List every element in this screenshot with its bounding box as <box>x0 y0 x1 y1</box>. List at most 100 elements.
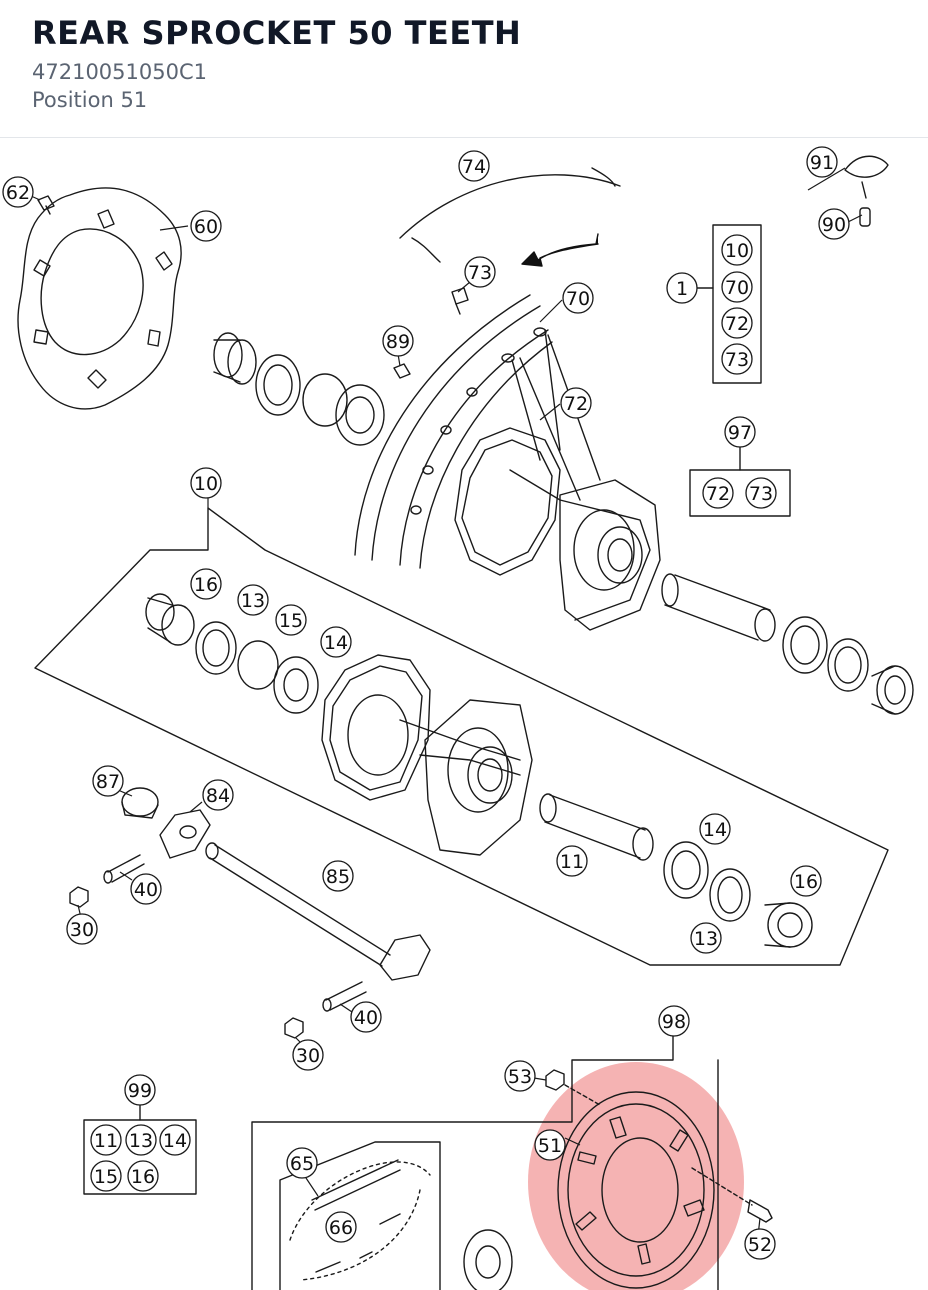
svg-text:89: 89 <box>386 331 410 353</box>
callout-15[interactable]: 15 <box>275 604 307 636</box>
callout-91[interactable]: 91 <box>806 146 838 178</box>
svg-text:70: 70 <box>566 288 590 310</box>
svg-text:60: 60 <box>194 216 218 238</box>
seals-lower-left <box>145 593 319 714</box>
callout-72[interactable]: 72 <box>560 387 592 419</box>
callout-30-right[interactable]: 30 <box>292 1039 324 1071</box>
group-99-item-13[interactable]: 13 <box>125 1124 157 1156</box>
bearings-lower-right <box>663 841 813 948</box>
svg-text:52: 52 <box>748 1234 772 1256</box>
group-99-item-14[interactable]: 14 <box>159 1124 191 1156</box>
callout-89[interactable]: 89 <box>382 325 414 357</box>
page-header: REAR SPROCKET 50 TEETH 47210051050C1 Pos… <box>0 0 928 138</box>
svg-text:11: 11 <box>560 851 584 873</box>
callout-52[interactable]: 52 <box>744 1228 776 1260</box>
wheel-rim <box>354 294 553 569</box>
highlight-sprocket <box>528 1062 744 1290</box>
group-97-item-72[interactable]: 72 <box>702 477 734 509</box>
callout-84[interactable]: 84 <box>202 779 234 811</box>
group-1-item-73[interactable]: 73 <box>721 343 753 375</box>
group-box-1 <box>712 224 762 384</box>
svg-text:73: 73 <box>725 349 749 371</box>
svg-text:40: 40 <box>354 1007 378 1029</box>
callout-1[interactable]: 1 <box>666 272 698 304</box>
callout-14-upper[interactable]: 14 <box>320 626 352 658</box>
callout-65[interactable]: 65 <box>286 1147 318 1179</box>
bolt-52 <box>747 1199 773 1223</box>
svg-text:66: 66 <box>329 1217 353 1239</box>
callout-40-right[interactable]: 40 <box>350 1001 382 1033</box>
axle <box>205 842 431 981</box>
spacer-11 <box>539 793 654 861</box>
svg-text:13: 13 <box>241 590 265 612</box>
callout-87[interactable]: 87 <box>92 765 124 797</box>
hub-lower <box>321 654 533 856</box>
callout-73[interactable]: 73 <box>464 256 496 288</box>
callout-14-lower[interactable]: 14 <box>699 813 731 845</box>
callout-13-lower[interactable]: 13 <box>690 922 722 954</box>
group-99-item-11[interactable]: 11 <box>90 1124 122 1156</box>
svg-text:30: 30 <box>70 919 94 941</box>
svg-text:98: 98 <box>662 1011 686 1033</box>
callout-66[interactable]: 66 <box>325 1211 357 1243</box>
seals-upper-left <box>213 332 385 446</box>
hub-assembly-outline <box>34 507 889 966</box>
front-sprocket <box>463 1229 513 1290</box>
callout-11[interactable]: 11 <box>556 845 588 877</box>
hub-upper <box>454 427 661 631</box>
callout-90[interactable]: 90 <box>818 208 850 240</box>
svg-text:97: 97 <box>728 422 752 444</box>
callout-70[interactable]: 70 <box>562 282 594 314</box>
tire-outline <box>399 167 621 263</box>
svg-text:74: 74 <box>462 156 486 178</box>
svg-text:13: 13 <box>694 928 718 950</box>
callout-51[interactable]: 51 <box>534 1129 566 1161</box>
callout-62[interactable]: 62 <box>2 176 34 208</box>
svg-text:14: 14 <box>324 632 348 654</box>
rotation-arrow <box>521 233 599 267</box>
group-99-item-16[interactable]: 16 <box>127 1160 159 1192</box>
callout-16-lower[interactable]: 16 <box>790 865 822 897</box>
callout-97[interactable]: 97 <box>724 416 756 448</box>
svg-text:30: 30 <box>296 1045 320 1067</box>
svg-text:40: 40 <box>134 879 158 901</box>
adjuster-bolts <box>69 854 367 1039</box>
exploded-parts-diagram: 62 60 74 73 70 89 72 91 90 1 10 70 72 73… <box>2 146 914 1290</box>
spacer-upper <box>661 573 776 642</box>
svg-text:16: 16 <box>131 1166 155 1188</box>
position-label: Position 51 <box>32 88 148 112</box>
callout-30-left[interactable]: 30 <box>66 913 98 945</box>
svg-text:53: 53 <box>508 1066 532 1088</box>
group-99-item-15[interactable]: 15 <box>90 1160 122 1192</box>
svg-text:15: 15 <box>279 610 303 632</box>
callout-60[interactable]: 60 <box>190 210 222 242</box>
callout-74[interactable]: 74 <box>458 150 490 182</box>
svg-text:14: 14 <box>163 1130 187 1152</box>
callout-10[interactable]: 10 <box>190 467 222 499</box>
callout-53[interactable]: 53 <box>504 1060 536 1092</box>
callout-85[interactable]: 85 <box>322 860 354 892</box>
callout-99[interactable]: 99 <box>124 1074 156 1106</box>
svg-text:85: 85 <box>326 866 350 888</box>
group-1-item-70[interactable]: 70 <box>721 271 753 303</box>
svg-text:87: 87 <box>96 771 120 793</box>
callout-40-left[interactable]: 40 <box>130 873 162 905</box>
svg-text:15: 15 <box>94 1166 118 1188</box>
callout-16-upper[interactable]: 16 <box>190 568 222 600</box>
group-97-item-73[interactable]: 73 <box>745 477 777 509</box>
part-number: 47210051050C1 <box>32 60 207 84</box>
svg-text:72: 72 <box>725 313 749 335</box>
svg-text:16: 16 <box>794 871 818 893</box>
callout-98[interactable]: 98 <box>658 1005 690 1037</box>
svg-text:16: 16 <box>194 574 218 596</box>
svg-text:1: 1 <box>676 278 688 300</box>
svg-text:10: 10 <box>194 473 218 495</box>
group-1-item-72[interactable]: 72 <box>721 307 753 339</box>
callout-13-upper[interactable]: 13 <box>237 584 269 616</box>
group-1-item-10[interactable]: 10 <box>721 234 753 266</box>
rear-sprocket <box>557 1091 715 1289</box>
svg-text:51: 51 <box>538 1135 562 1157</box>
bolt-62 <box>37 195 55 215</box>
svg-text:99: 99 <box>128 1080 152 1102</box>
nut-53 <box>545 1069 565 1091</box>
